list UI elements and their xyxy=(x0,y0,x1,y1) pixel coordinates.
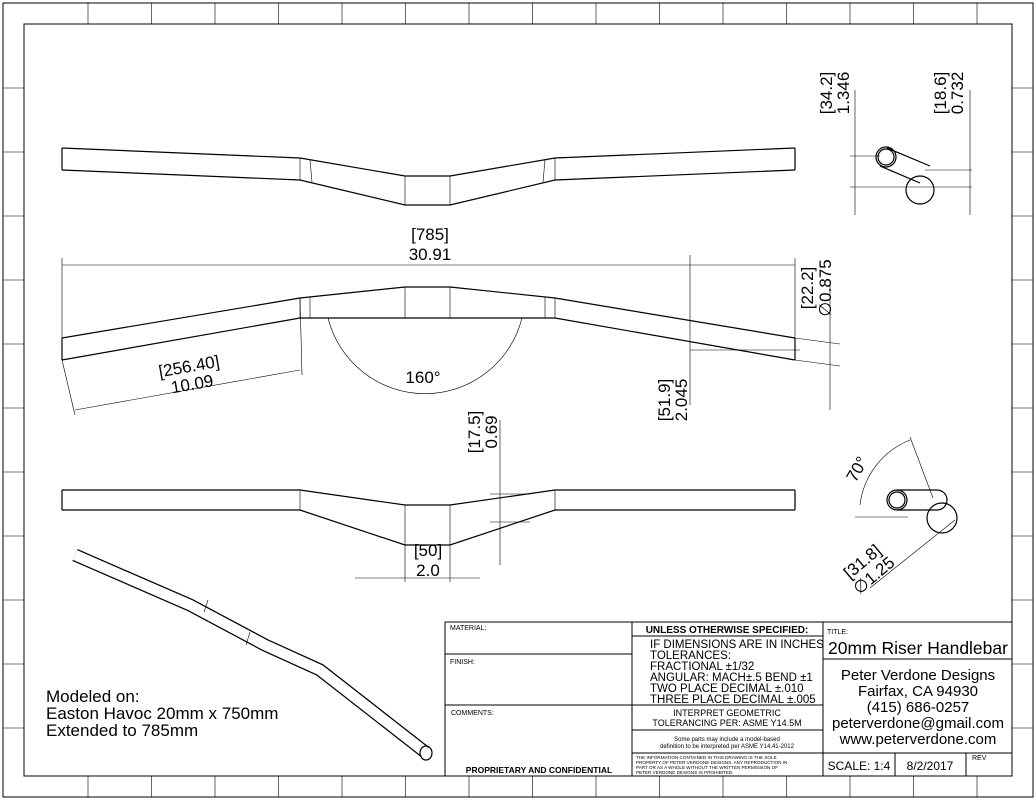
model-based-note: definition to be interpreted per ASME Y1… xyxy=(660,744,795,750)
company-name: Peter Verdone Designs xyxy=(841,667,995,684)
dim-overall-in: 30.91 xyxy=(409,245,452,264)
dim-overall-mm: [785] xyxy=(411,225,449,244)
model-note: Modeled on: Easton Havoc 20mm x 750mm Ex… xyxy=(46,687,278,740)
handlebar-isometric-view xyxy=(72,549,433,761)
dim-rise-mm: [51.9] xyxy=(655,379,674,422)
tolerance-line: ANGULAR: MACH±.5 BEND ±1 xyxy=(650,672,813,684)
disclaimer-line: PART OR AS A WHOLE WITHOUT THE WRITTEN P… xyxy=(636,765,778,770)
dim-backsweep-mm: [17.5] xyxy=(465,411,484,454)
dim-upsweep-angle: 70° xyxy=(843,453,872,485)
model-based-note: Some parts may include a model-based xyxy=(674,737,780,743)
dim-backsweep-in: 0.69 xyxy=(482,415,501,448)
title-block: MATERIAL: FINISH: COMMENTS: PROPRIETARY … xyxy=(444,621,1013,777)
material-label: MATERIAL: xyxy=(450,625,486,632)
note-line: Modeled on: xyxy=(46,687,140,706)
company-phone: (415) 686-0257 xyxy=(867,699,970,716)
rev-label: REV xyxy=(972,755,987,762)
drawing-title: 20mm Riser Handlebar xyxy=(828,638,1008,658)
handlebar-front-view xyxy=(61,255,841,416)
interpret-line: TOLERANCING PER: ASME Y14.5M xyxy=(652,718,801,728)
tolerance-line: TOLERANCES: xyxy=(650,650,731,662)
note-line: Extended to 785mm xyxy=(46,721,198,740)
dim-side-height-in: 1.346 xyxy=(834,72,853,115)
proprietary-label: PROPRIETARY AND CONFIDENTIAL xyxy=(466,765,612,775)
company-website: www.peterverdone.com xyxy=(839,731,997,748)
disclaimer-line: PETER VERDONE DESIGNS IS PROHIBITED. xyxy=(636,770,734,775)
dimension-labels: [785] 30.91 [256.40] 10.09 160° [22.2] ∅… xyxy=(157,72,967,599)
dim-clamp-width-in: 2.0 xyxy=(416,561,440,580)
company-email: peterverdone@gmail.com xyxy=(832,715,1004,732)
title-label: TITLE: xyxy=(827,629,848,636)
tolerance-line: TWO PLACE DECIMAL ±.010 xyxy=(650,683,804,695)
handlebar-end-view xyxy=(855,436,958,589)
scale-label: SCALE: 1:4 xyxy=(828,759,891,773)
dim-rise-in: 2.045 xyxy=(672,379,691,422)
date-label: 8/2/2017 xyxy=(907,759,954,773)
disclaimer-line: PROPERTY OF PETER VERDONE DESIGNS. ANY R… xyxy=(636,760,787,765)
handlebar-bottom-view xyxy=(61,420,796,582)
interpret-line: INTERPRET GEOMETRIC xyxy=(673,708,781,718)
company-address: Fairfax, CA 94930 xyxy=(858,683,978,700)
handlebar-side-view xyxy=(850,90,972,215)
dim-sweep-angle: 160° xyxy=(405,368,440,387)
handlebar-top-view xyxy=(61,147,796,206)
tolerance-line: THREE PLACE DECIMAL ±.005 xyxy=(650,694,816,706)
comments-label: COMMENTS: xyxy=(451,710,494,717)
disclaimer-line: THE INFORMATION CONTAINED IN THIS DRAWIN… xyxy=(636,755,777,760)
unless-header: UNLESS OTHERWISE SPECIFIED: xyxy=(646,625,809,636)
dim-side-offset-in: 0.732 xyxy=(948,72,967,115)
note-line: Easton Havoc 20mm x 750mm xyxy=(46,704,278,723)
tolerance-line: FRACTIONAL ±1/32 xyxy=(650,661,754,673)
dim-side-height-mm: [34.2] xyxy=(817,72,836,115)
dim-clamp-width-mm: [50] xyxy=(414,541,442,560)
dim-side-offset-mm: [18.6] xyxy=(931,72,950,115)
dim-end-dia-mm: [22.2] xyxy=(798,267,817,310)
tolerance-line: IF DIMENSIONS ARE IN INCHES xyxy=(650,639,824,651)
dim-end-dia-in: ∅0.875 xyxy=(816,259,835,316)
finish-label: FINISH: xyxy=(450,659,475,666)
